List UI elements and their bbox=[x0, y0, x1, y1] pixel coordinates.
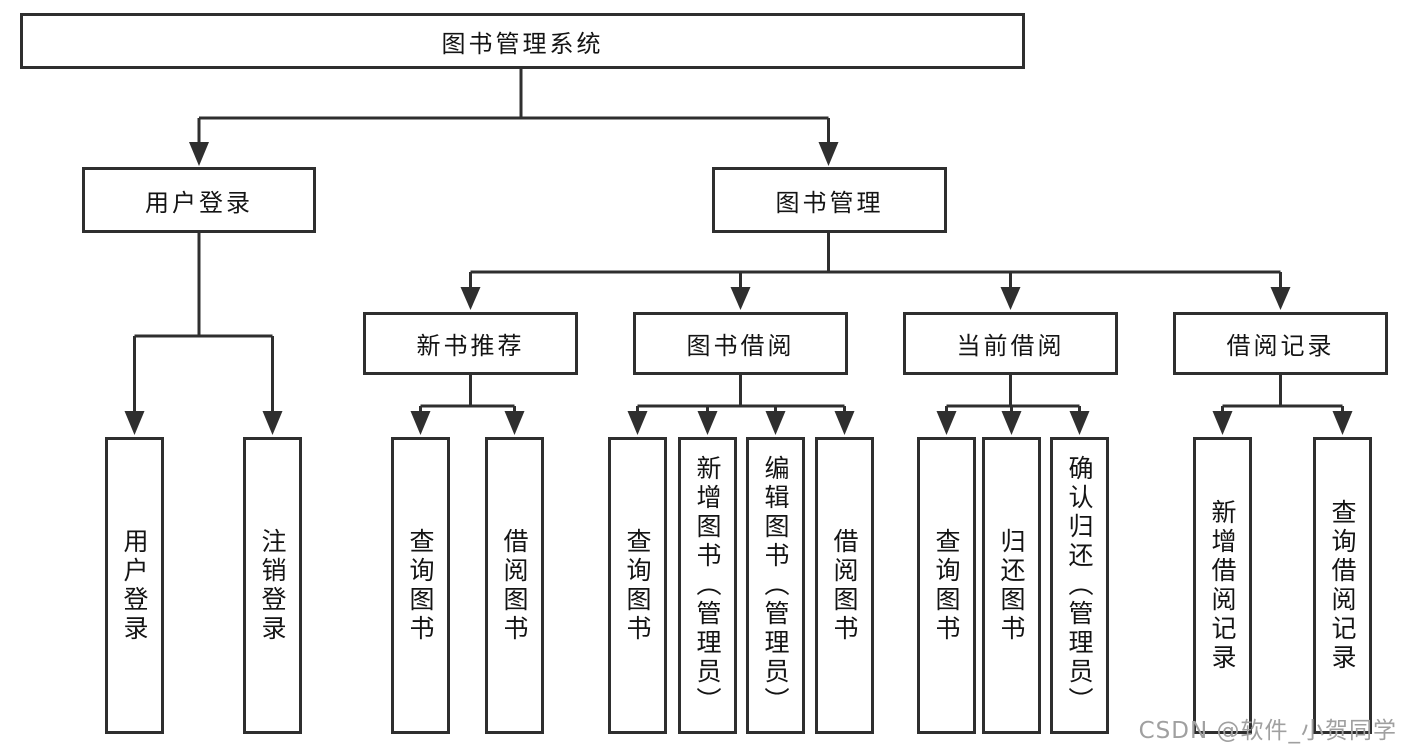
leaf-logout: 注销登录 bbox=[243, 437, 302, 734]
leaf-logout-label: 注销登录 bbox=[258, 527, 287, 644]
node-user-login-label: 用户登录 bbox=[145, 188, 253, 217]
leaf-confirm-return-admin-label: 确认归还（管理员） bbox=[1065, 455, 1094, 716]
leaf-edit-book-admin: 编辑图书（管理员） bbox=[746, 437, 805, 734]
leaf-add-book-admin-label: 新增图书（管理员） bbox=[693, 455, 722, 716]
node-borrow-records: 借阅记录 bbox=[1173, 312, 1388, 375]
node-current-borrowing-label: 当前借阅 bbox=[956, 332, 1065, 360]
leaf-query-books-current-label: 查询图书 bbox=[932, 527, 961, 644]
connector-root-to-level2 bbox=[189, 69, 839, 166]
connector-current-to-leaves bbox=[936, 375, 1090, 435]
leaf-query-books-current: 查询图书 bbox=[917, 437, 976, 734]
leaf-borrow-books-newrec: 借阅图书 bbox=[485, 437, 544, 734]
leaf-borrow-books-newrec-label: 借阅图书 bbox=[500, 527, 529, 644]
node-root: 图书管理系统 bbox=[20, 13, 1025, 69]
node-book-management: 图书管理 bbox=[712, 167, 947, 233]
leaf-user-login: 用户登录 bbox=[105, 437, 164, 734]
node-new-book-recommend: 新书推荐 bbox=[363, 312, 578, 375]
leaf-query-books-borrow: 查询图书 bbox=[608, 437, 667, 734]
leaf-edit-book-admin-label: 编辑图书（管理员） bbox=[761, 455, 790, 716]
leaf-query-borrow-record: 查询借阅记录 bbox=[1313, 437, 1372, 734]
node-current-borrowing: 当前借阅 bbox=[903, 312, 1118, 375]
leaf-return-book: 归还图书 bbox=[982, 437, 1041, 734]
leaf-borrow-books-borrow: 借阅图书 bbox=[815, 437, 874, 734]
leaf-query-borrow-record-label: 查询借阅记录 bbox=[1328, 498, 1357, 673]
leaf-add-book-admin: 新增图书（管理员） bbox=[678, 437, 737, 734]
leaf-borrow-books-borrow-label: 借阅图书 bbox=[830, 527, 859, 644]
node-borrow-records-label: 借阅记录 bbox=[1226, 332, 1335, 360]
connector-borrowing-to-leaves bbox=[627, 375, 855, 435]
node-new-book-recommend-label: 新书推荐 bbox=[416, 332, 525, 360]
connector-records-to-leaves bbox=[1212, 375, 1353, 435]
leaf-query-books-newrec: 查询图书 bbox=[391, 437, 450, 734]
leaf-user-login-label: 用户登录 bbox=[120, 527, 149, 644]
connector-userlogin-to-leaves bbox=[124, 233, 283, 435]
node-book-borrowing: 图书借阅 bbox=[633, 312, 848, 375]
node-book-management-label: 图书管理 bbox=[775, 188, 884, 217]
leaf-return-book-label: 归还图书 bbox=[997, 527, 1026, 644]
node-root-label: 图书管理系统 bbox=[441, 29, 604, 58]
leaf-query-books-newrec-label: 查询图书 bbox=[406, 527, 435, 644]
watermark: CSDN @软件_小贺同学 bbox=[1138, 718, 1397, 744]
connector-newbook-to-leaves bbox=[410, 375, 525, 435]
connector-bookmgmt-to-level3 bbox=[460, 233, 1291, 310]
leaf-query-books-borrow-label: 查询图书 bbox=[623, 527, 652, 644]
leaf-confirm-return-admin: 确认归还（管理员） bbox=[1050, 437, 1109, 734]
node-book-borrowing-label: 图书借阅 bbox=[686, 332, 795, 360]
leaf-add-borrow-record-label: 新增借阅记录 bbox=[1208, 498, 1237, 673]
node-user-login: 用户登录 bbox=[82, 167, 316, 233]
leaf-add-borrow-record: 新增借阅记录 bbox=[1193, 437, 1252, 734]
